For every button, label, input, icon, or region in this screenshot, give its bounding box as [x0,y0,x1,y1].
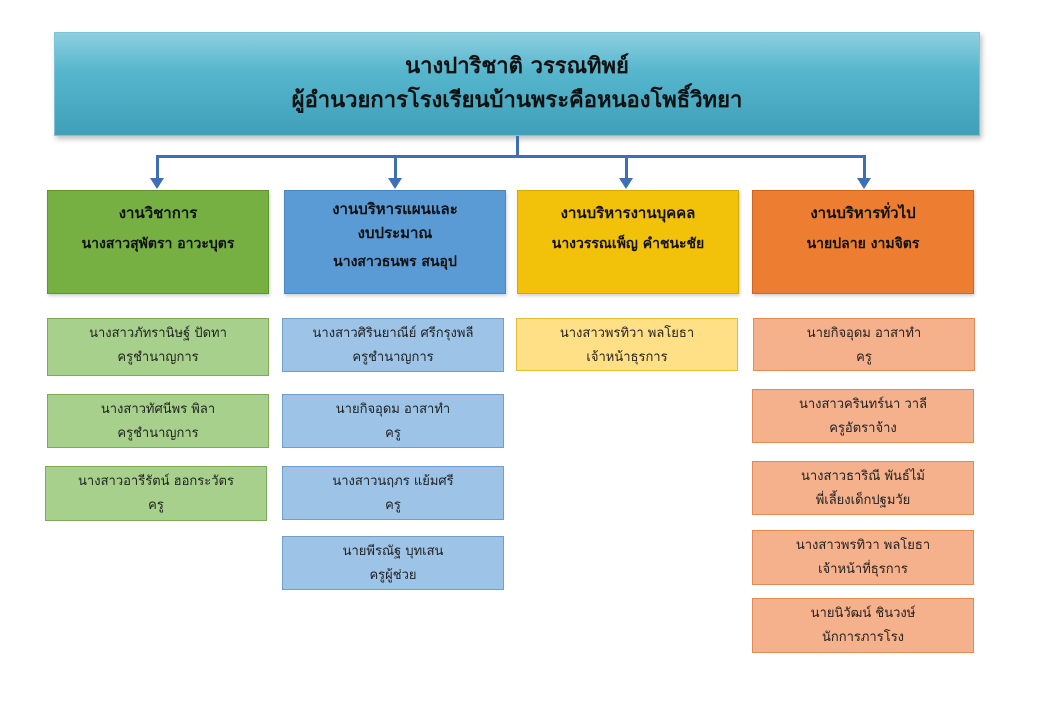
member-role: ครู [385,426,401,441]
member-box: นางสาวพรทิวา พลโยธา เจ้าหน้าที่ธุรการ [752,530,974,585]
dept-title-line-1: งานบริหารแผนและ [332,200,458,218]
member-box: นายพีรณัฐ บุทเสน ครูผู้ช่วย [282,536,504,590]
member-name: นางสาวอารีรัตน์ ฮอกระวัตร [78,474,234,489]
member-role: ครูผู้ช่วย [369,568,417,583]
member-name: นางสาวธาริณี พันธ์ไม้ [801,469,925,484]
dept-academic-header: งานวิชาการ นางสาวสุพัตรา อาวะบุตร [47,190,269,294]
connector-drop-general [863,155,866,179]
member-role: พี่เลี้ยงเด็กปฐมวัย [815,493,911,508]
member-name: นางสาวนฤภร แย้มศรี [332,474,454,489]
connector-trunk [516,136,519,157]
dept-title: งานบริหารทั่วไป [810,204,916,222]
member-role: เจ้าหน้าที่ธุรการ [818,562,908,577]
director-title: ผู้อำนวยการโรงเรียนบ้านพระคือหนองโพธิ์วิ… [291,88,743,113]
member-role: ครูชำนาญการ [117,426,199,441]
member-name: นางสาวศิรินยาณีย์ ศรีกรุงพลี [312,326,474,341]
member-role: ครูชำนาญการ [352,350,434,365]
dept-head: นางสาวสุพัตรา อาวะบุตร [81,236,235,252]
member-box: นางสาวพรทิวา พลโยธา เจ้าหน้าธุรการ [516,318,738,371]
member-name: นายพีรณัฐ บุทเสน [342,544,444,559]
dept-title-line-2: งบประมาณ [357,224,433,242]
dept-general-header: งานบริหารทั่วไป นายปลาย งามจิตร [752,190,974,294]
member-name: นายนิวัฒน์ ชินวงษ์ [810,606,916,621]
member-box: นายกิจอุดม อาสาทำ ครู [753,318,975,371]
member-box: นางสาวภัทรานิษฐ์ ปัดทา ครูชำนาญการ [47,318,269,376]
member-name: นางสาวพรทิวา พลโยธา [795,538,931,553]
director-name: นางปาริชาติ วรรณทิพย์ [405,54,629,79]
member-role: นักการภารโรง [821,630,905,645]
member-role: ครูอัตราจ้าง [829,421,897,436]
arrow-budget [388,178,402,189]
dept-head: นางสาวธนพร สนอุป [333,254,457,270]
member-name: นางสาวพรทิวา พลโยธา [559,326,695,341]
dept-budget-header: งานบริหารแผนและ งบประมาณ นางสาวธนพร สนอุ… [284,190,506,294]
member-box: นางสาวนฤภร แย้มศรี ครู [282,466,504,520]
member-box: นายนิวัฒน์ ชินวงษ์ นักการภารโรง [752,598,974,653]
connector-drop-budget [394,155,397,179]
dept-title: งานวิชาการ [118,204,198,222]
dept-title: งานบริหารงานบุคคล [560,204,696,222]
arrow-academic [150,178,164,189]
member-role: ครู [856,350,872,365]
member-box: นายกิจอุดม อาสาทำ ครู [282,394,504,448]
dept-personnel-header: งานบริหารงานบุคคล นางวรรณเพ็ญ คำชนะชัย [517,190,739,294]
member-role: ครูชำนาญการ [117,350,199,365]
arrow-general [857,178,871,189]
member-role: เจ้าหน้าธุรการ [586,350,668,365]
arrow-personnel [619,178,633,189]
connector-bus [156,155,866,158]
member-name: นางสาวภัทรานิษฐ์ ปัดทา [89,326,227,341]
connector-drop-personnel [625,155,628,179]
member-role: ครู [385,498,401,513]
member-box: นางสาวอารีรัตน์ ฮอกระวัตร ครู [45,466,267,521]
director-box: นางปาริชาติ วรรณทิพย์ ผู้อำนวยการโรงเรีย… [54,32,980,136]
dept-head: นายปลาย งามจิตร [806,236,920,252]
member-box: นางสาวศิรินยาณีย์ ศรีกรุงพลี ครูชำนาญการ [282,318,504,372]
member-box: นางสาวทัศนีพร พิลา ครูชำนาญการ [47,394,269,448]
member-name: นายกิจอุดม อาสาทำ [806,326,922,341]
connector-drop-academic [156,155,159,179]
member-box: นางสาวครินทร์นา วาลี ครูอัตราจ้าง [752,389,974,443]
member-name: นายกิจอุดม อาสาทำ [335,402,451,417]
member-role: ครู [148,498,164,513]
member-name: นางสาวทัศนีพร พิลา [100,402,216,417]
dept-head: นางวรรณเพ็ญ คำชนะชัย [551,236,705,252]
member-name: นางสาวครินทร์นา วาลี [798,397,928,412]
member-box: นางสาวธาริณี พันธ์ไม้ พี่เลี้ยงเด็กปฐมวั… [752,461,974,515]
